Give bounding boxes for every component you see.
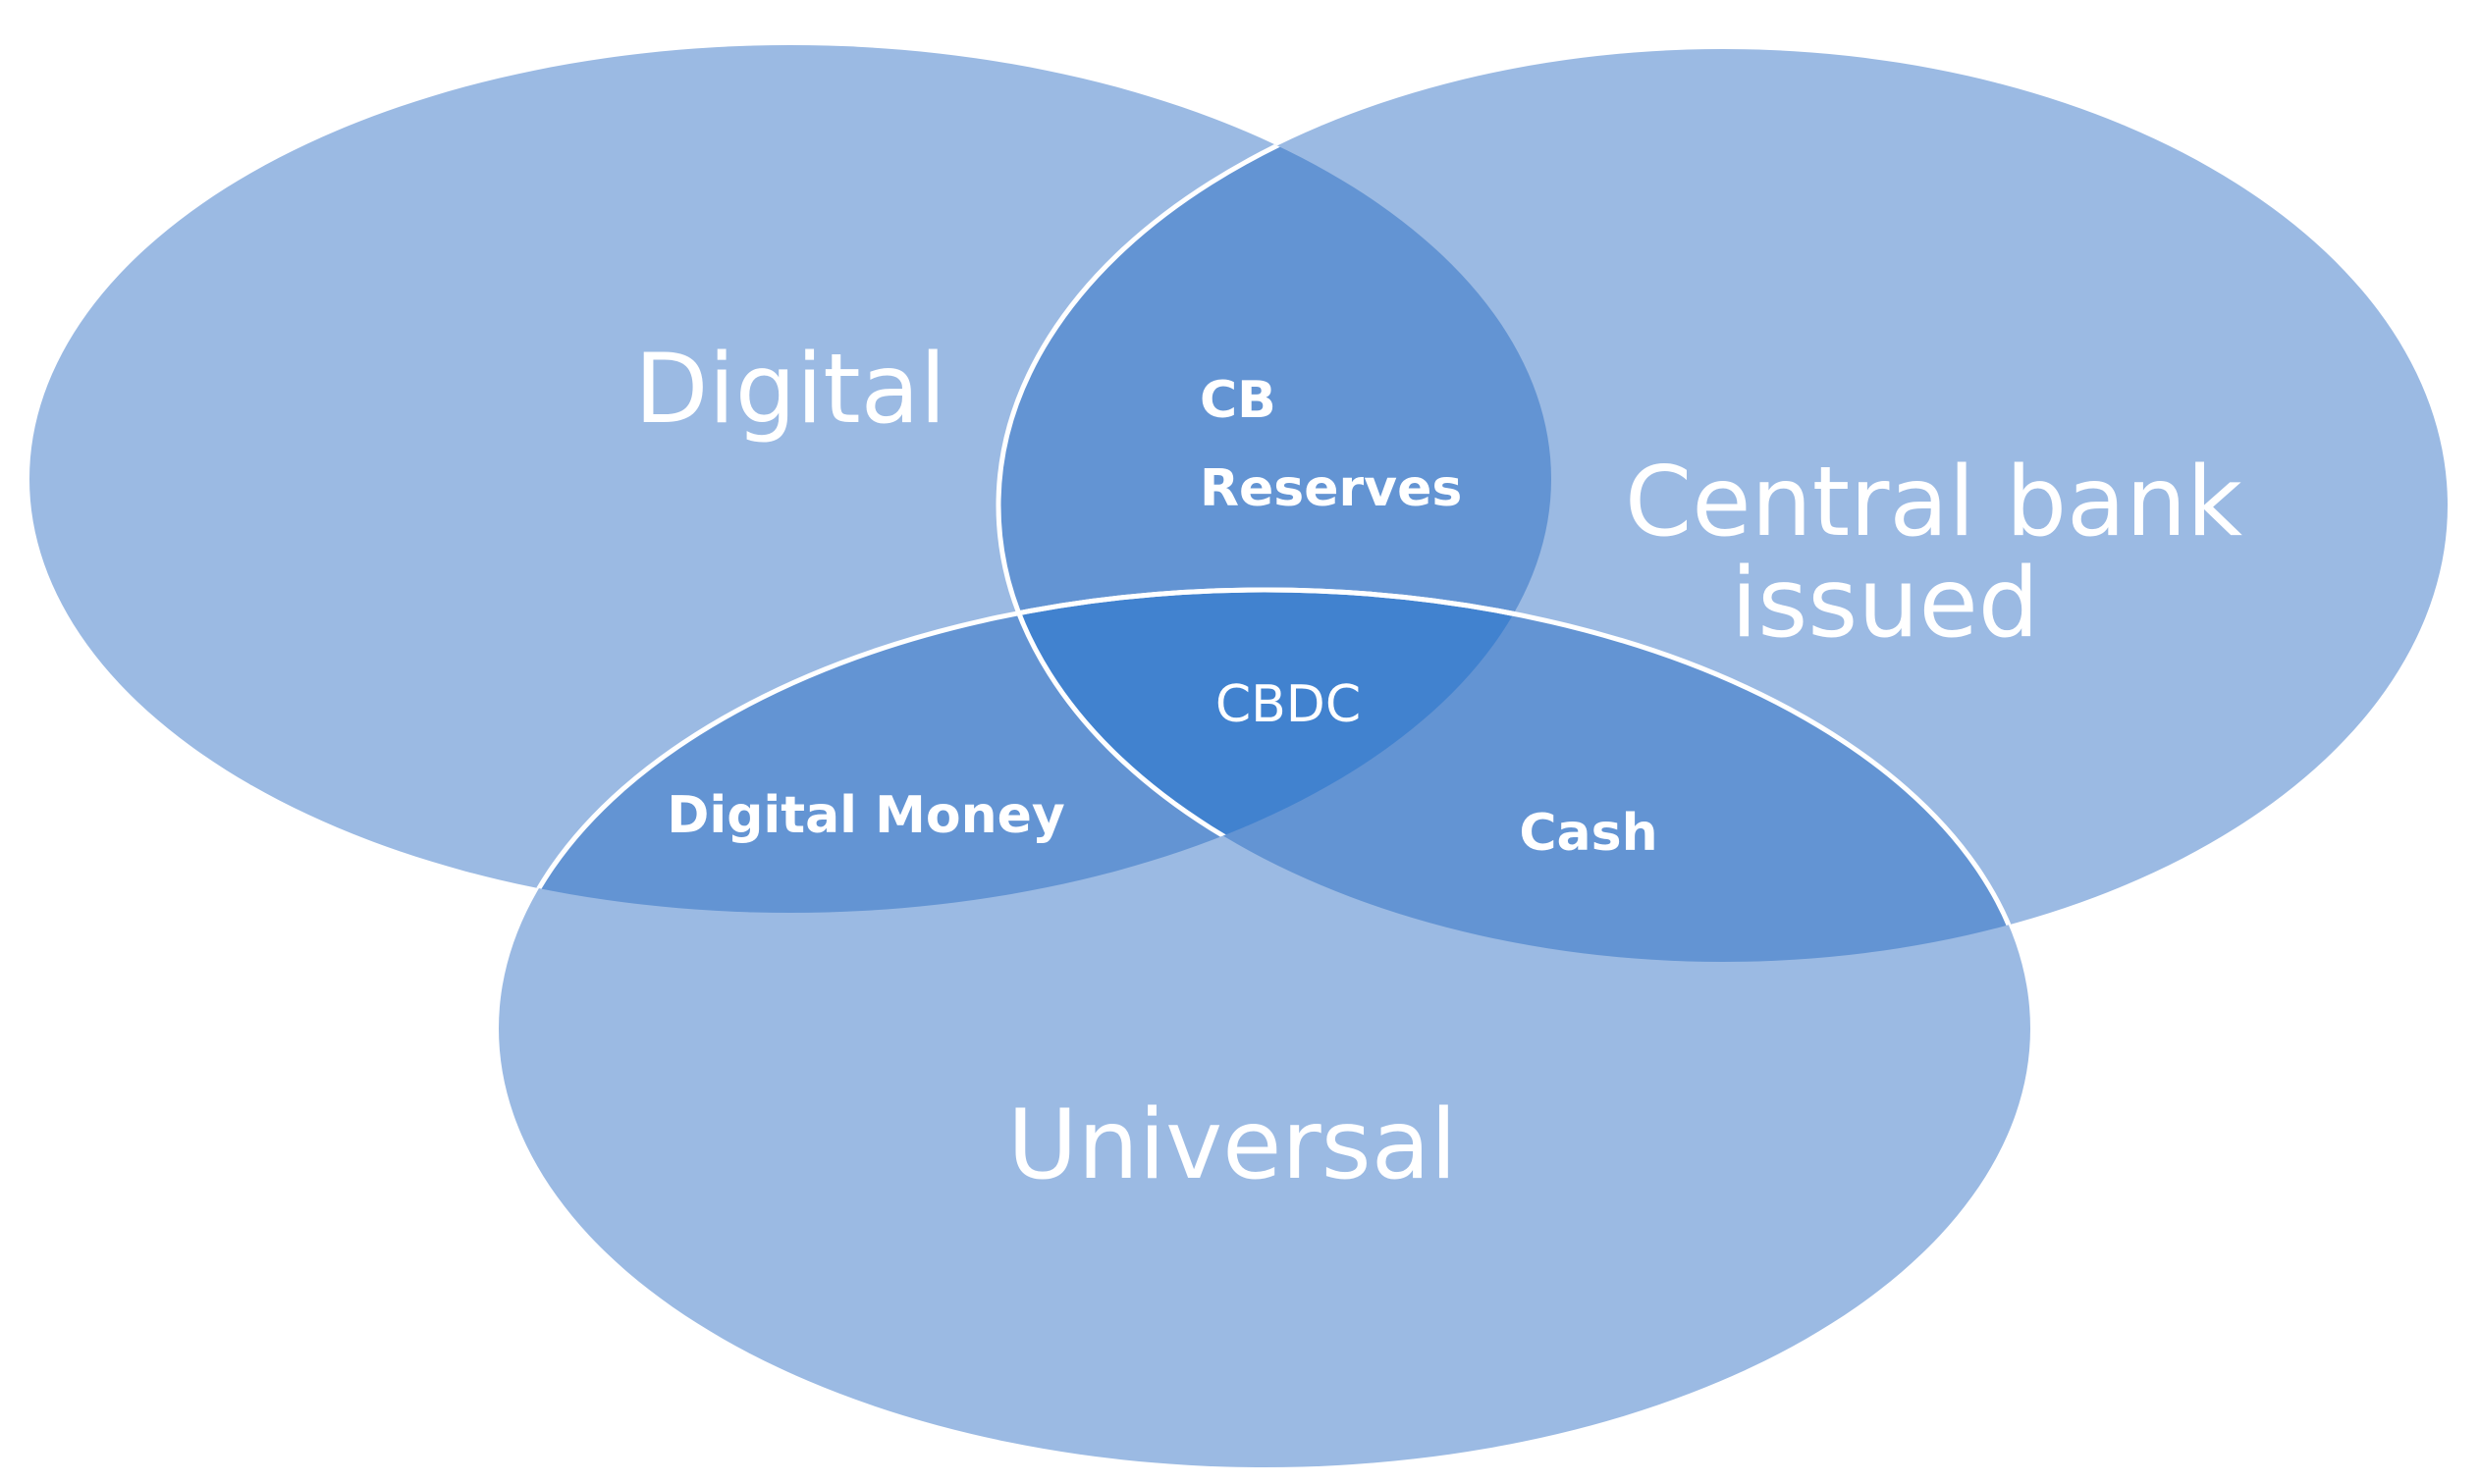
label-cash: Cash <box>1519 804 1657 863</box>
digital-universal-overlap <box>499 590 1551 913</box>
label-cb-reserves-line2: Reserves <box>1200 459 1462 518</box>
label-cbdc: CBDC <box>1215 675 1361 734</box>
label-central-bank: Central bank issued <box>1625 447 2273 660</box>
label-universal: Universal <box>1007 1089 1457 1201</box>
label-central-bank-line1: Central bank <box>1625 447 2242 558</box>
label-cb-reserves: CB Reserves <box>1200 371 1462 518</box>
central-universal-overlap <box>998 590 2030 962</box>
label-central-bank-line2: issued <box>1731 548 2039 660</box>
label-cb-reserves-line1: CB <box>1200 371 1276 430</box>
universal-outline-digital <box>496 587 1551 913</box>
label-digital-money: Digital Money <box>667 786 1065 845</box>
central-bank-outline <box>996 46 1551 913</box>
label-digital: Digital <box>634 334 946 446</box>
